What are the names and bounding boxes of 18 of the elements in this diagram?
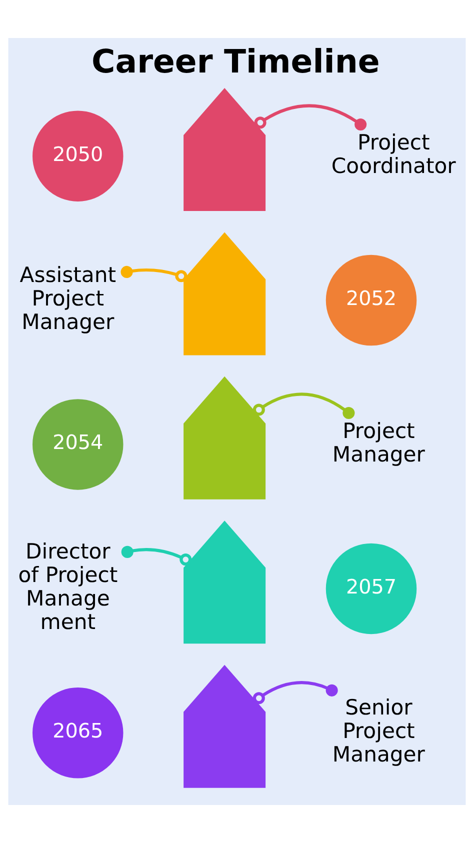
- node-circle: 2065: [32, 687, 124, 778]
- node-text: Director of Project Manage ment: [18, 538, 118, 634]
- node-circle: 2052: [326, 254, 417, 346]
- node-text: Project Manager: [332, 417, 426, 466]
- connector: [121, 545, 192, 566]
- node-circle: 2054: [32, 398, 124, 490]
- connector: [252, 680, 338, 704]
- node-circle: 2050: [32, 110, 124, 201]
- node-text: Assistant Project Manager: [20, 261, 116, 334]
- connector: [252, 392, 355, 419]
- node-arrow: [184, 232, 266, 355]
- connector: [254, 104, 367, 130]
- node-text: Senior Project Manager: [332, 694, 426, 766]
- connector: [120, 265, 188, 282]
- diagram-title: Career Timeline: [92, 42, 380, 80]
- node-circle: 2057: [326, 542, 417, 634]
- node-text: Project Coordinator: [331, 128, 456, 178]
- node-arrow: [184, 520, 266, 644]
